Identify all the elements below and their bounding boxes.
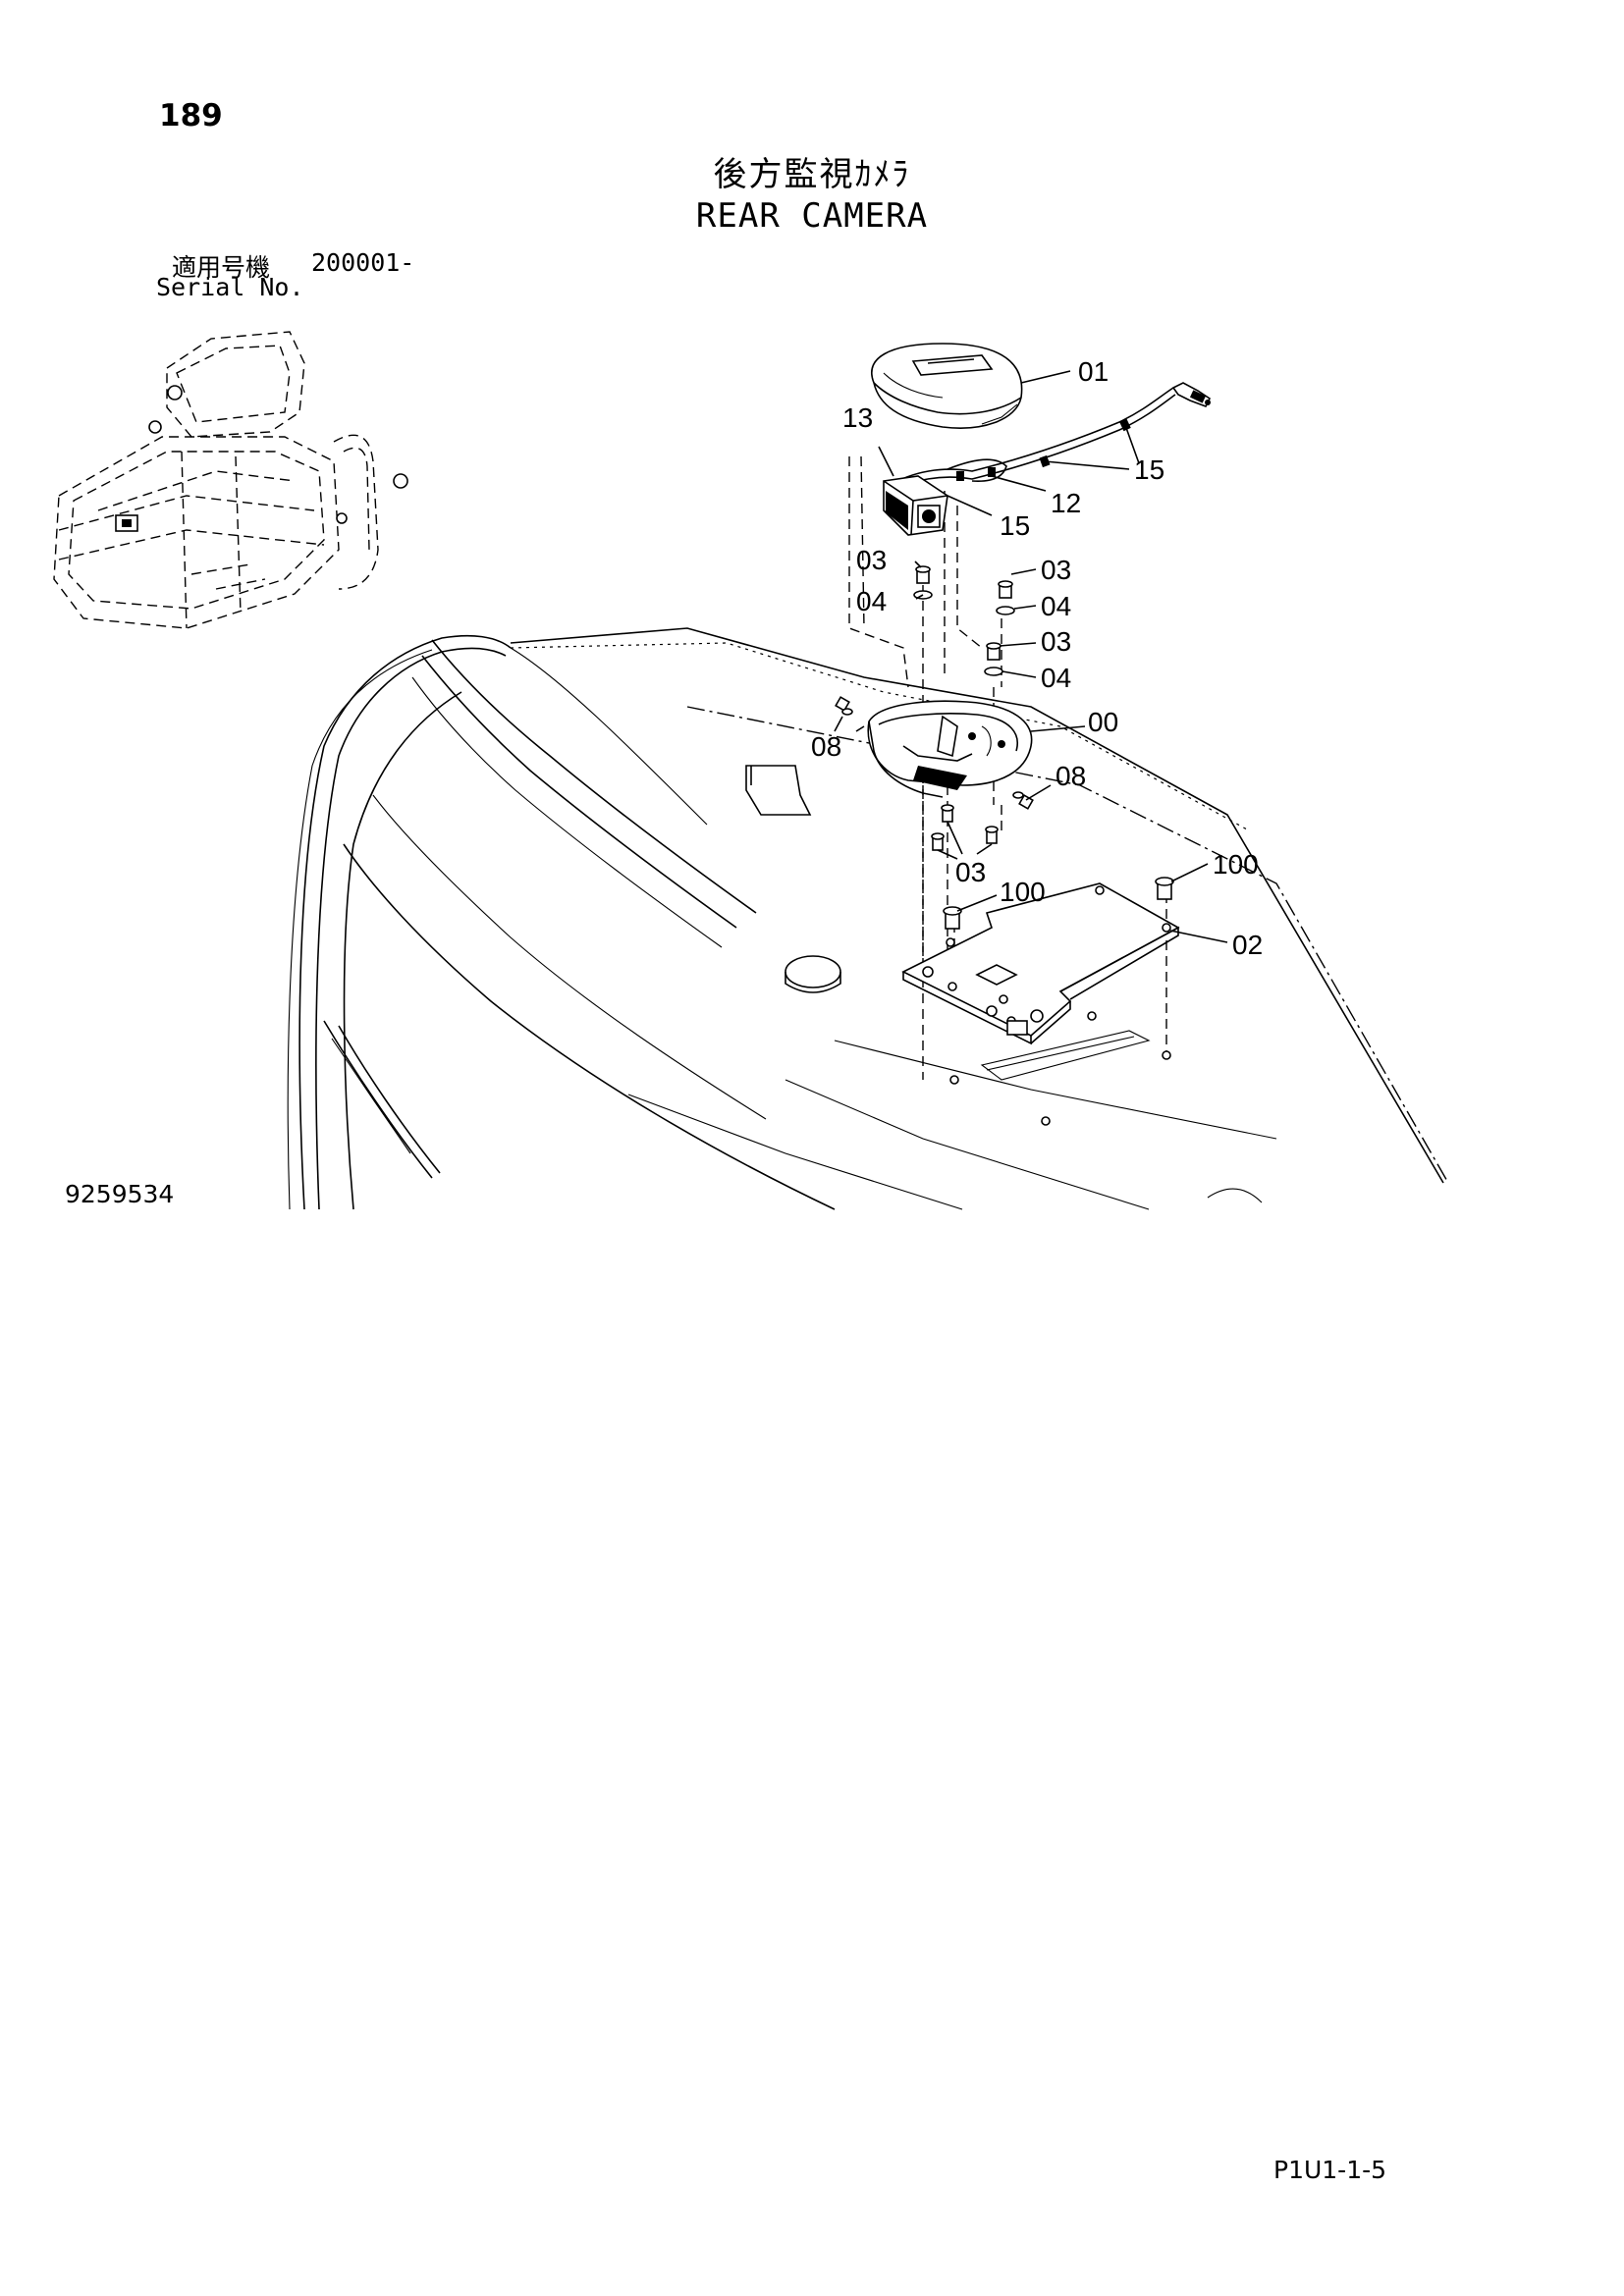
callout-12: 12 [1051, 488, 1081, 518]
drawing-number: 9259534 [65, 1180, 175, 1208]
callout-03-upper-right: 03 [1041, 555, 1071, 585]
callout-labels: 01 13 15 12 15 03 04 03 04 03 04 00 08 0… [811, 356, 1263, 960]
part-13-camera-unit [883, 475, 948, 536]
title-japanese: 後方監視ｶﾒﾗ [713, 155, 911, 194]
callout-04-upper-left: 04 [856, 586, 887, 616]
serial-range: 200001- [311, 248, 415, 277]
callout-04-middle: 04 [1041, 663, 1071, 693]
part-01-camera-cover [871, 343, 1023, 429]
part-03-04-bolts-washers-upper [913, 565, 1015, 676]
part-100-plate-bolts [943, 877, 1174, 930]
callout-03-lower: 03 [955, 857, 986, 887]
part-12-camera-cable [888, 382, 1212, 494]
callout-03-middle: 03 [1041, 626, 1071, 657]
callout-15-upper: 15 [1134, 454, 1164, 485]
callout-03-upper-left: 03 [856, 545, 887, 575]
callout-08-right: 08 [1056, 761, 1086, 791]
part-02-mounting-plate [901, 882, 1180, 1126]
callout-leader-lines [834, 370, 1228, 943]
machine-locator-thumbnail [53, 331, 408, 629]
part-00-camera-bracket [835, 696, 1034, 810]
page-number: 189 [159, 98, 223, 133]
callout-100-right: 100 [1213, 849, 1259, 880]
part-03-bolts-lower [931, 804, 999, 851]
title-english: REAR CAMERA [695, 196, 929, 236]
serial-label-english: Serial No. [156, 273, 304, 301]
callout-15-lower: 15 [1000, 510, 1030, 541]
assembly-guide-lines [848, 455, 1167, 1080]
callout-00: 00 [1088, 707, 1118, 737]
callout-01: 01 [1078, 356, 1109, 387]
callout-100-left: 100 [1000, 877, 1046, 907]
machine-body-outline [287, 627, 1449, 1210]
callout-04-upper-right: 04 [1041, 591, 1071, 621]
serial-label-japanese: 適用号機 [172, 253, 271, 282]
callout-13: 13 [842, 402, 873, 433]
callout-08-left: 08 [811, 731, 841, 762]
page-code: P1U1-1-5 [1273, 2156, 1387, 2184]
callout-02: 02 [1232, 930, 1263, 960]
